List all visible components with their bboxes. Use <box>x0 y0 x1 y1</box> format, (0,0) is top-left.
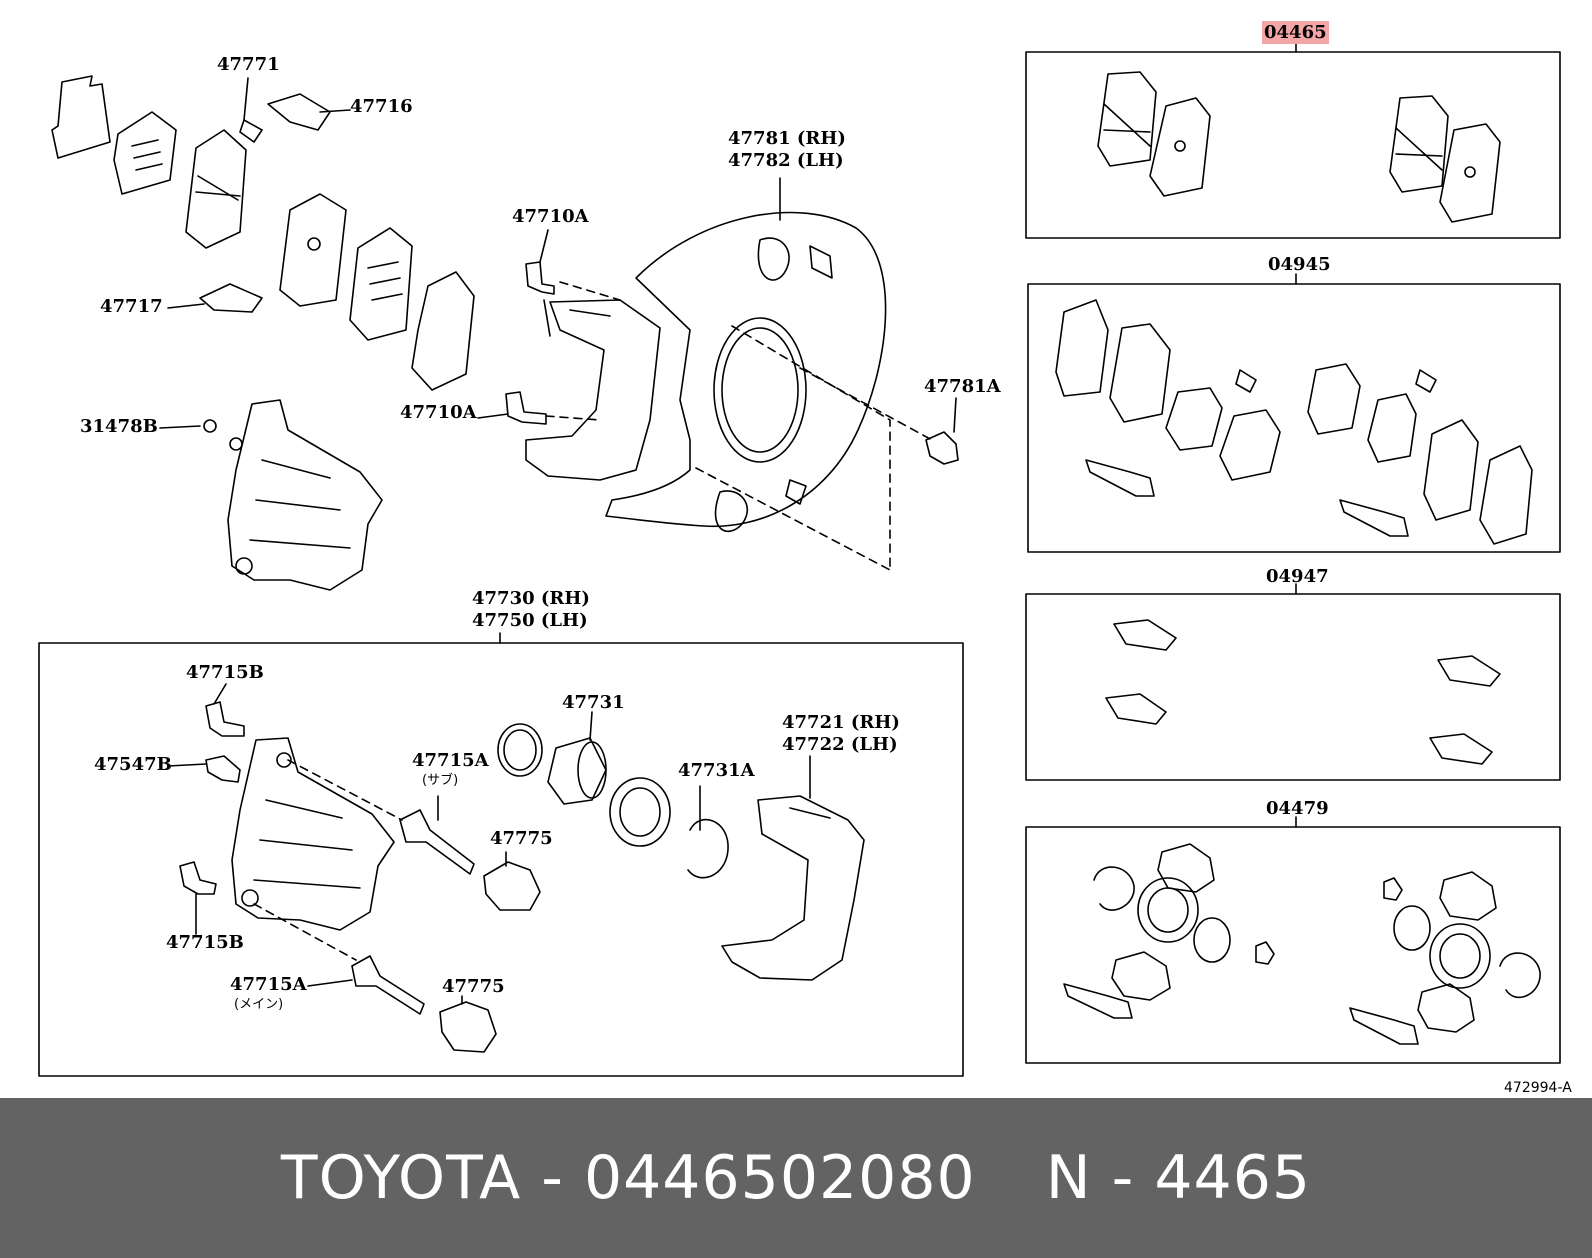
dust-shield <box>605 211 887 528</box>
label-kit-04947: 04947 <box>1266 566 1329 587</box>
figure-reference: 472994-A <box>1504 1080 1572 1096</box>
footer-caption: TOYOTA - 0446502080 N - 4465 <box>0 1098 1592 1258</box>
ring-seal <box>497 723 543 777</box>
clip-47771 <box>239 119 263 143</box>
brake-pad-rear <box>279 193 347 307</box>
label-47547B: 47547B <box>94 754 172 775</box>
piston-47731 <box>547 737 607 805</box>
piston-seal-47731 <box>609 777 671 847</box>
brake-pad-front <box>185 129 247 249</box>
bolt-47715B-top <box>205 701 245 737</box>
label-31478B: 31478B <box>80 416 158 437</box>
label-47782-lh: 47782 (LH) <box>728 150 844 171</box>
mounting-bracket-upper <box>525 299 661 481</box>
bolt-47710A-top <box>525 261 555 295</box>
kit-box-04947 <box>1025 593 1561 781</box>
brand-part-number: TOYOTA - 0446502080 <box>280 1143 976 1213</box>
footer-banner: TOYOTA - 0446502080 N - 4465 <box>0 1098 1592 1258</box>
highlighted-part-number[interactable]: 04465 <box>1262 21 1329 44</box>
label-47722-lh: 47722 (LH) <box>782 734 898 755</box>
label-47771: 47771 <box>217 54 280 75</box>
label-47781-rh: 47781 (RH) <box>728 128 846 149</box>
label-47775-top: 47775 <box>490 828 553 849</box>
caliper-body-lower <box>231 737 395 931</box>
label-kit-04479: 04479 <box>1266 798 1329 819</box>
label-47715B-bottom: 47715B <box>166 932 244 953</box>
clip-47716 <box>267 93 331 131</box>
label-47730-rh: 47730 (RH) <box>472 588 590 609</box>
label-47731A: 47731A <box>678 760 755 781</box>
boot-47775-top <box>483 861 541 911</box>
label-47721-rh: 47721 (RH) <box>782 712 900 733</box>
label-47715A-sub-note: (サブ) <box>422 773 459 788</box>
snap-ring-47731A <box>687 818 729 879</box>
catalog-reference: N - 4465 <box>1045 1143 1312 1213</box>
exploded-view-drawing <box>38 41 1561 1077</box>
label-47717: 47717 <box>100 296 163 317</box>
label-47781A: 47781A <box>924 376 1001 397</box>
label-kit-04945: 04945 <box>1268 254 1331 275</box>
kit-box-04479 <box>1025 826 1561 1064</box>
label-47710A-top: 47710A <box>512 206 589 227</box>
label-47715A-sub: 47715A <box>412 750 489 771</box>
bolt-47710A-mid <box>505 391 547 425</box>
shim-outer <box>51 75 111 159</box>
boot-47775-bottom <box>439 1001 497 1053</box>
dust-shield-hub <box>713 317 807 463</box>
shim-rear-2 <box>411 271 475 391</box>
bolt-47715B-bottom <box>179 861 217 895</box>
label-47715A-main: 47715A <box>230 974 307 995</box>
clip-47717 <box>199 283 263 313</box>
label-47715B-top: 47715B <box>186 662 264 683</box>
label-47710A-mid: 47710A <box>400 402 477 423</box>
label-kit-04465[interactable]: 04465 <box>1262 21 1329 44</box>
bolt-47781A <box>925 431 959 465</box>
label-47716: 47716 <box>350 96 413 117</box>
shim-rear-1 <box>349 227 413 341</box>
kit-box-04465 <box>1025 51 1561 239</box>
shim-inner <box>113 111 177 195</box>
caliper-body-upper <box>227 399 383 591</box>
mounting-bracket-lower <box>721 795 865 981</box>
pin-47715A-main <box>351 955 425 1015</box>
kit-box-04945 <box>1027 283 1561 553</box>
label-47775-bottom: 47775 <box>442 976 505 997</box>
label-47715A-main-note: (メイン) <box>234 997 284 1012</box>
bleeder-47547B <box>205 755 241 783</box>
parts-diagram: 47771 47716 47717 31478B 47710A 47710A 4… <box>38 21 1572 1096</box>
caliper-assembly-box <box>38 642 964 1077</box>
pin-47715A-sub <box>399 809 475 875</box>
label-47750-lh: 47750 (LH) <box>472 610 588 631</box>
label-47731: 47731 <box>562 692 625 713</box>
